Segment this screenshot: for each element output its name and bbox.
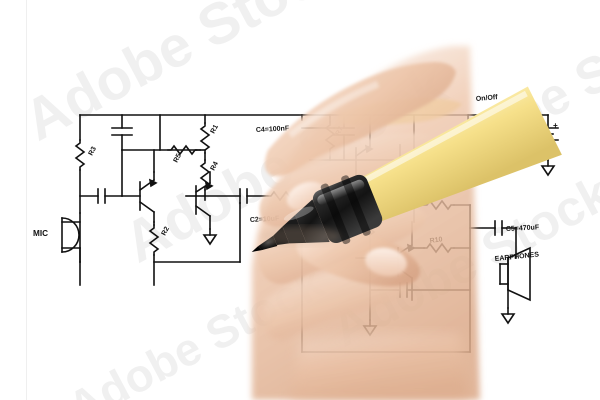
label-r5: R5 — [173, 153, 183, 164]
label-battery-plus: + — [553, 121, 558, 130]
label-c4: C4=100nF — [256, 125, 290, 134]
label-earphones: EARPHONES — [494, 251, 539, 263]
label-r8: R8 — [375, 212, 385, 223]
label-r1: R1 — [210, 124, 220, 135]
label-c2: C2=10uF — [250, 215, 280, 224]
label-r4: R4 — [210, 161, 220, 172]
label-c5: C5=470uF — [506, 224, 540, 233]
label-mic: MIC — [33, 229, 48, 238]
label-r9: R9 — [433, 194, 443, 202]
label-r10: R10 — [429, 236, 443, 245]
label-switch: On/Off — [476, 94, 499, 103]
label-r6: R6 — [309, 237, 319, 248]
label-r3: R3 — [88, 146, 98, 157]
label-r2: R2 — [161, 226, 171, 237]
watermark-rail — [0, 0, 27, 400]
